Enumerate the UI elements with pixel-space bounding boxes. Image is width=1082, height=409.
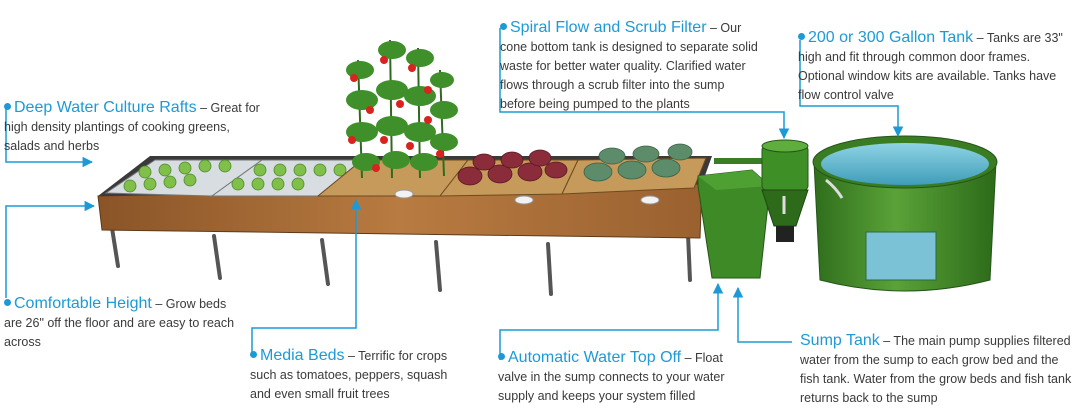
callout-body: – Float valve in the sump connects to yo… bbox=[498, 351, 725, 403]
callout-title: Deep Water Culture Rafts bbox=[14, 99, 197, 116]
callout-title: 200 or 300 Gallon Tank bbox=[808, 29, 974, 46]
callout-body: – Great for high density plantings of co… bbox=[4, 101, 260, 153]
sump-tank bbox=[697, 169, 771, 279]
callout-body: – Our cone bottom tank is designed to se… bbox=[500, 21, 758, 111]
callout-title: Comfortable Height bbox=[14, 295, 152, 312]
bullet-icon bbox=[250, 351, 257, 358]
return-pipe bbox=[714, 158, 770, 164]
bullet-icon bbox=[798, 33, 805, 40]
tomato-plant bbox=[346, 39, 458, 179]
callout-water-top-off: Automatic Water Top Off – Float valve in… bbox=[498, 348, 748, 406]
bullet-icon bbox=[4, 299, 11, 306]
callout-fish-tank: 200 or 300 Gallon Tank – Tanks are 33" h… bbox=[798, 28, 1074, 105]
bullet-icon bbox=[500, 23, 507, 30]
spiral-flow-filter bbox=[761, 139, 809, 242]
callout-title: Media Beds bbox=[260, 347, 345, 364]
callout-title: Spiral Flow and Scrub Filter bbox=[510, 19, 707, 36]
callout-sump-tank: Sump Tank – The main pump supplies filte… bbox=[800, 331, 1076, 408]
red-leaf-lettuce bbox=[457, 149, 568, 186]
callout-connectors bbox=[5, 28, 904, 360]
bed-drain-caps bbox=[394, 189, 660, 205]
callout-title: Automatic Water Top Off bbox=[508, 349, 682, 366]
callout-spiral-flow-filter: Spiral Flow and Scrub Filter – Our cone … bbox=[500, 18, 760, 114]
callout-media-beds: Media Beds – Terrific for crops such as … bbox=[250, 346, 470, 404]
table-legs bbox=[110, 226, 692, 296]
callout-title: Sump Tank bbox=[800, 332, 880, 349]
bullet-icon bbox=[4, 103, 11, 110]
bullet-icon bbox=[498, 353, 505, 360]
fish-tank bbox=[812, 135, 998, 292]
callout-body: – Grow beds are 26" off the floor and ar… bbox=[4, 297, 235, 349]
kale-plants bbox=[583, 143, 693, 182]
callout-body: – The main pump supplies filtered water … bbox=[800, 334, 1072, 405]
callout-deep-water-rafts: Deep Water Culture Rafts – Great for hig… bbox=[4, 98, 266, 156]
callout-comfortable-height: Comfortable Height – Grow beds are 26" o… bbox=[4, 294, 244, 352]
lettuce-plants bbox=[123, 159, 347, 193]
callout-body: – Terrific for crops such as tomatoes, p… bbox=[250, 349, 448, 401]
callout-body: – Tanks are 33" high and fit through com… bbox=[798, 31, 1063, 102]
